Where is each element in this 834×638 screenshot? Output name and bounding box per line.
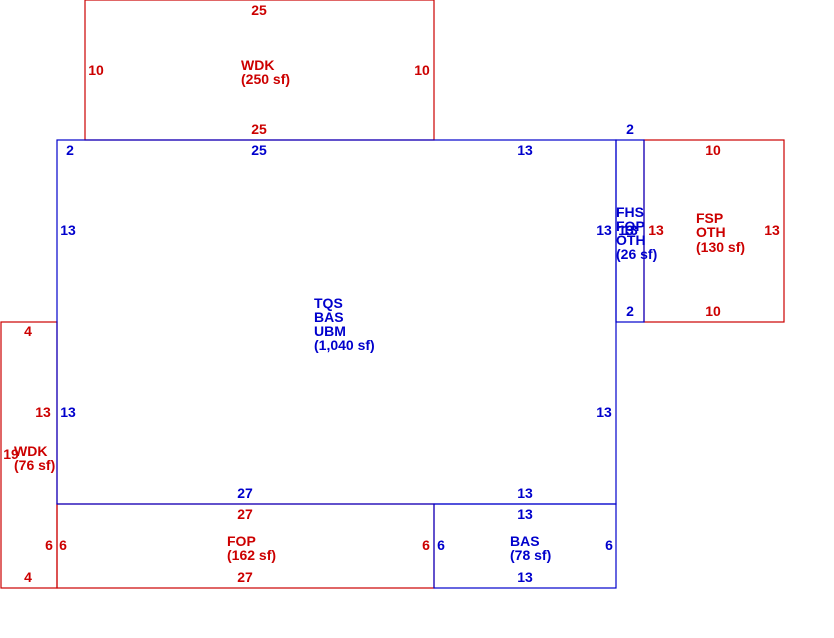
main-dim: 25 [251, 142, 267, 158]
fop-dim: 6 [422, 537, 430, 553]
wdk-left-dim: 6 [45, 537, 53, 553]
main-dim: 13 [60, 404, 76, 420]
main-area: (1,040 sf) [314, 337, 375, 353]
main-dim: 13 [60, 222, 76, 238]
fhs-label: OTH [616, 232, 646, 248]
wdk-left-area: (76 sf) [14, 457, 55, 473]
fhs-dim: 2 [626, 303, 634, 319]
fop-dim: 27 [237, 506, 253, 522]
bas-area: (78 sf) [510, 547, 551, 563]
wdk-top-dim: 10 [88, 62, 104, 78]
main-dim: 13 [596, 404, 612, 420]
fhs-dim: 2 [626, 121, 634, 137]
wdk-left-dim: 19 [3, 446, 19, 462]
wdk-left-dim: 4 [24, 323, 32, 339]
main-dim: 13 [517, 142, 533, 158]
bas-outline [433, 503, 617, 589]
main-label: TQS [314, 295, 343, 311]
fhs-label: FOP [616, 218, 645, 234]
fsp-label: OTH [696, 224, 726, 240]
fop-area: (162 sf) [227, 547, 276, 563]
fsp-label: FSP [696, 210, 723, 226]
bas-label: BAS [510, 533, 540, 549]
fhs-dim: 13 [622, 222, 638, 238]
fsp-dim: 13 [648, 222, 664, 238]
wdk-top-dim: 10 [414, 62, 430, 78]
main-dim: 13 [517, 485, 533, 501]
main-label: BAS [314, 309, 344, 325]
fop-dim: 27 [237, 569, 253, 585]
wdk-top-label: WDK [241, 57, 274, 73]
wdk-top-dim: 25 [251, 2, 267, 18]
fsp-area: (130 sf) [696, 239, 745, 255]
main-dim: 2 [66, 142, 74, 158]
fhs-label: FHS [616, 204, 644, 220]
bas-dim: 13 [517, 569, 533, 585]
fhs-outline [615, 139, 645, 323]
fsp-dim: 13 [764, 222, 780, 238]
wdk-top-area: (250 sf) [241, 71, 290, 87]
main-dim: 27 [237, 485, 253, 501]
fhs-dim: 13 [618, 222, 634, 238]
wdk-left-label: WDK [14, 443, 47, 459]
wdk-left-dim: 13 [35, 404, 51, 420]
fsp-dim: 10 [705, 303, 721, 319]
main-label: UBM [314, 323, 346, 339]
main-dim: 13 [596, 222, 612, 238]
wdk-top-dim: 25 [251, 121, 267, 137]
wdk-left-dim: 4 [24, 569, 32, 585]
fop-label: FOP [227, 533, 256, 549]
bas-dim: 6 [605, 537, 613, 553]
fop-dim: 6 [59, 537, 67, 553]
bas-dim: 13 [517, 506, 533, 522]
bas-dim: 6 [437, 537, 445, 553]
fhs-area: (26 sf) [616, 246, 657, 262]
fsp-dim: 10 [705, 142, 721, 158]
